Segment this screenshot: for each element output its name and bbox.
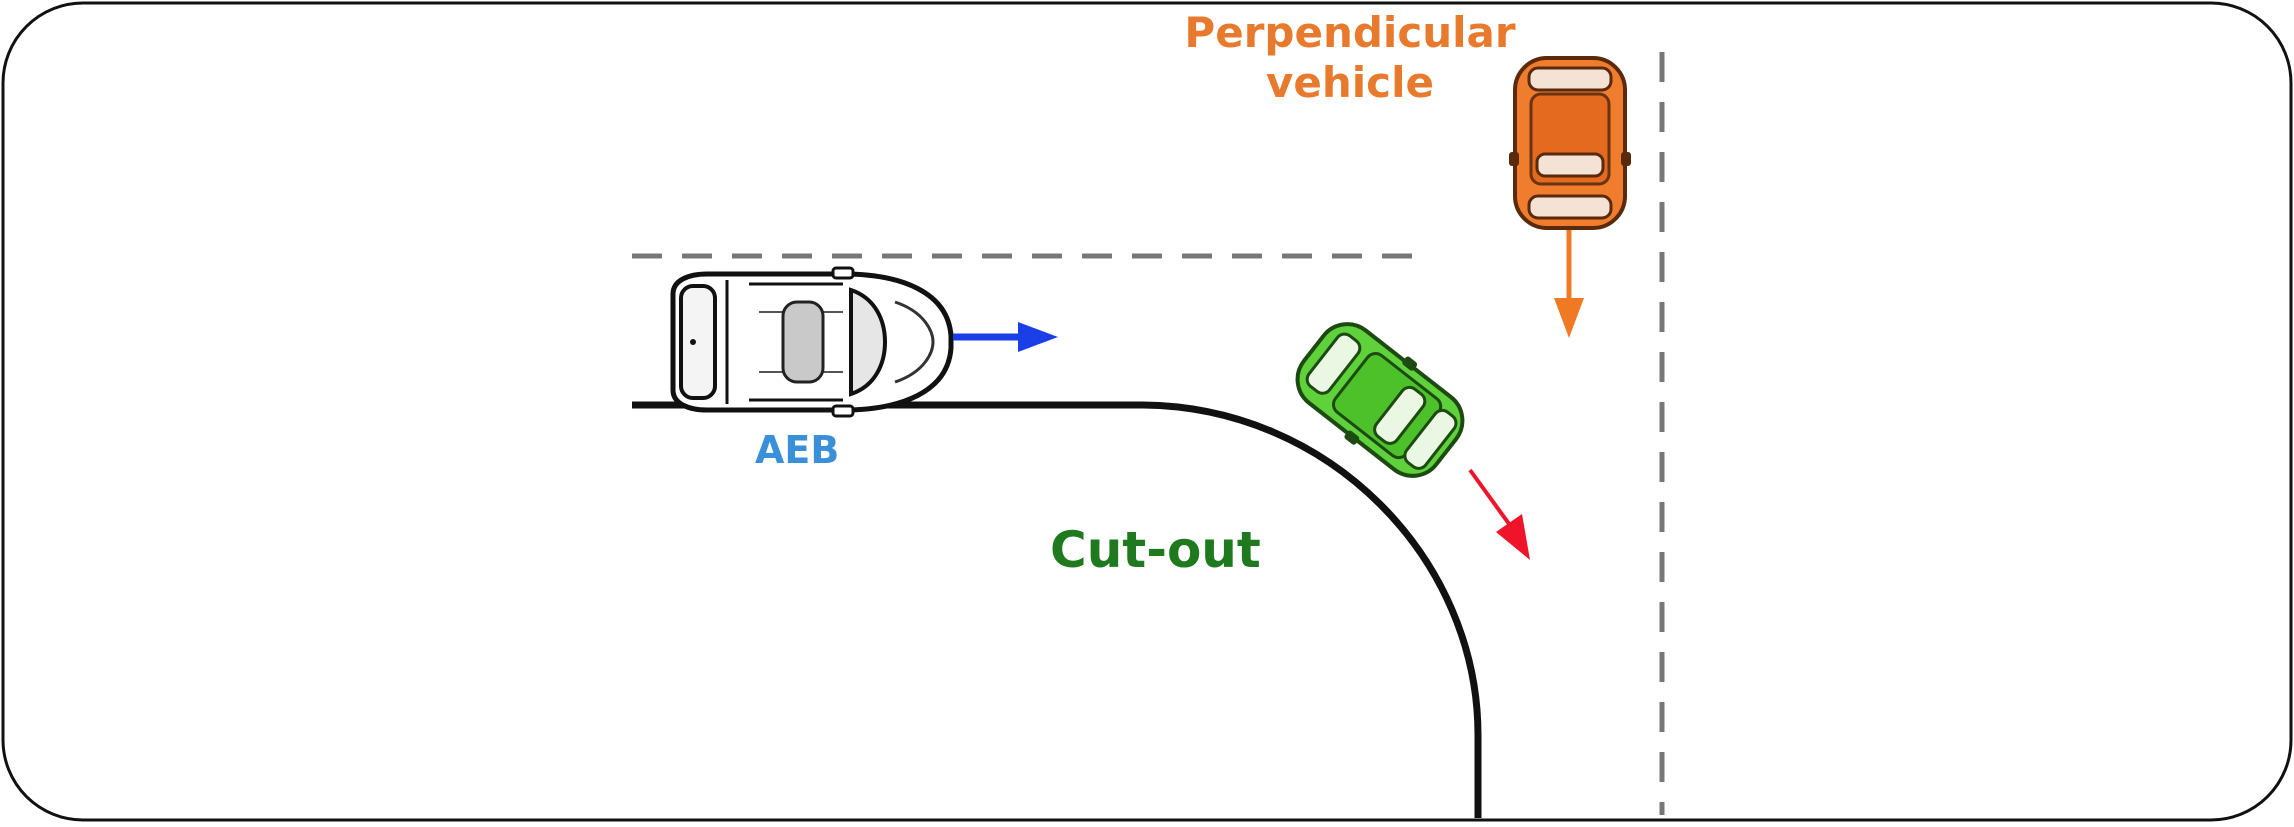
- perpendicular-label-line2: vehicle: [1266, 58, 1434, 108]
- cutout-label: Cut-out: [1050, 521, 1261, 579]
- aeb-label: AEB: [755, 428, 840, 472]
- ego-arrow-head: [1018, 322, 1058, 352]
- cutout-motion-arrow: [1468, 468, 1514, 530]
- cutout-arrow-head: [1496, 514, 1530, 560]
- perpendicular-arrow-head: [1554, 298, 1584, 338]
- perpendicular-label-line1: Perpendicular: [1184, 8, 1516, 57]
- white-car-icon: [670, 266, 954, 418]
- orange-car-icon: [1509, 56, 1631, 230]
- perpendicular-vehicle-label: Perpendicular vehicle: [1160, 8, 1540, 109]
- road-edge-curve: [632, 401, 1482, 818]
- green-car-icon: [1295, 322, 1465, 478]
